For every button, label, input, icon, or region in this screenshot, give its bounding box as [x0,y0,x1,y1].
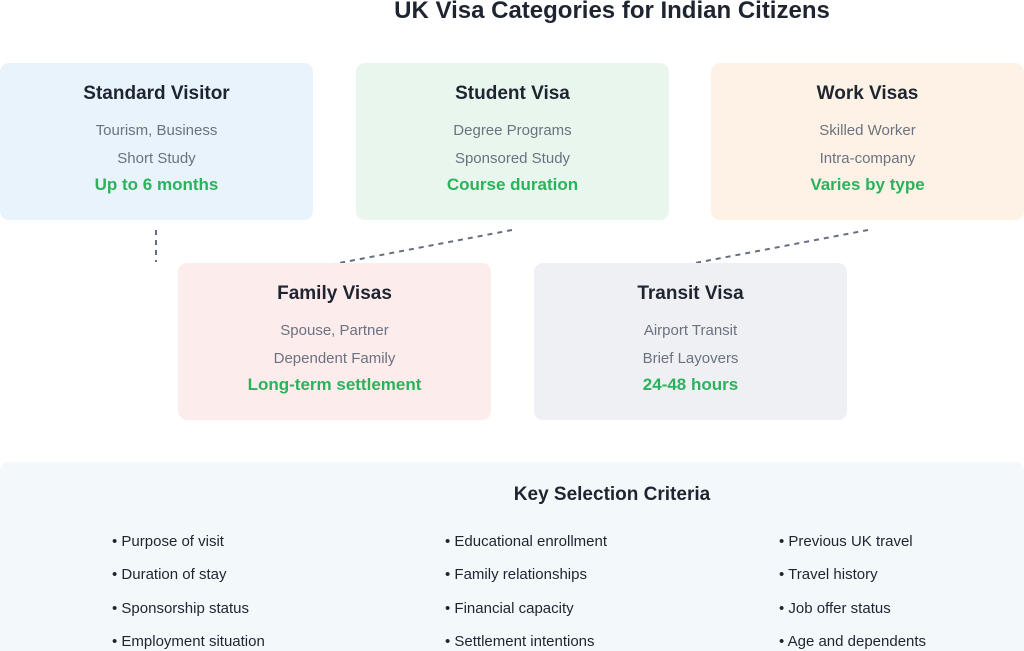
criteria-item: • Previous UK travel [779,533,913,550]
card-heading: Family Visas [277,283,392,304]
criteria-item: • Settlement intentions [445,632,595,650]
card-duration: 24-48 hours [642,375,739,394]
criteria-item: • Sponsorship status [112,599,249,617]
criteria-item: • Purpose of visit [112,533,224,550]
card-detail: Airport Transit [643,322,738,339]
card-heading: Student Visa [455,83,570,104]
diagram-title: UK Visa Categories for Indian Citizens [394,0,830,24]
criteria-column-1: • Purpose of visit • Duration of stay • … [112,533,265,651]
card-detail: Degree Programs [453,122,572,139]
card-duration: Long-term settlement [247,375,422,394]
card-duration: Up to 6 months [94,175,219,194]
criteria-item: • Educational enrollment [445,533,608,550]
card-duration: Varies by type [810,175,925,194]
card-heading: Work Visas [816,83,919,104]
card-duration: Course duration [446,175,579,194]
connector-student-family [333,229,513,265]
criteria-item: • Travel history [779,566,878,584]
card-detail: Dependent Family [273,350,396,367]
criteria-item: • Age and dependents [779,632,927,650]
card-heading: Transit Visa [637,283,744,304]
criteria-item: • Duration of stay [112,566,227,584]
criteria-item: • Financial capacity [445,599,574,617]
card-detail: Intra-company [819,150,916,167]
criteria-column-3: • Previous UK travel • Travel history • … [779,533,926,651]
card-detail: Tourism, Business [95,122,218,139]
criteria-title: Key Selection Criteria [513,484,711,505]
card-detail: Short Study [117,150,196,167]
criteria-item: • Employment situation [112,632,265,650]
work-visas-card: Work Visas Skilled Worker Intra-company … [711,63,1024,220]
student-visa-card: Student Visa Degree Programs Sponsored S… [356,63,669,220]
card-detail: Skilled Worker [819,122,916,139]
criteria-column-2: • Educational enrollment • Family relati… [445,533,607,651]
criteria-panel [0,462,1024,651]
card-detail: Spouse, Partner [280,322,389,339]
standard-visitor-card: Standard Visitor Tourism, Business Short… [0,63,313,220]
transit-visa-card: Transit Visa Airport Transit Brief Layov… [534,263,847,420]
card-heading: Standard Visitor [83,83,230,104]
card-detail: Brief Layovers [642,350,739,367]
criteria-item: • Family relationships [445,566,587,584]
connector-work-transit [689,229,869,265]
card-detail: Sponsored Study [454,150,571,167]
family-visas-card: Family Visas Spouse, Partner Dependent F… [178,263,491,420]
criteria-item: • Job offer status [779,599,891,617]
